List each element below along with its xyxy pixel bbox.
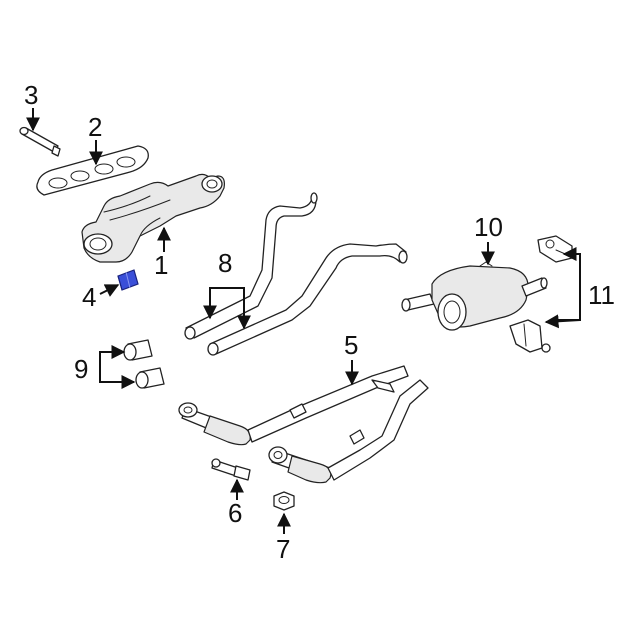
exhaust-stud-part[interactable] <box>211 458 251 481</box>
callout-8: 8 <box>203 248 251 330</box>
manifold-gasket-part[interactable] <box>36 145 149 196</box>
muffler-hanger-upper-part[interactable] <box>537 235 573 263</box>
svg-text:1: 1 <box>154 250 168 280</box>
pipe-clamp-lower-part[interactable] <box>135 367 165 389</box>
callout-2: 2 <box>88 112 103 166</box>
svg-text:4: 4 <box>82 282 96 312</box>
svg-text:7: 7 <box>276 534 290 564</box>
callout-3: 3 <box>24 80 40 132</box>
callout-5: 5 <box>344 330 359 386</box>
muffler-part[interactable] <box>401 261 548 331</box>
svg-text:9: 9 <box>74 354 88 384</box>
highlighted-heat-shield-clip-part[interactable] <box>117 269 139 291</box>
exhaust-nut-part[interactable] <box>273 491 295 511</box>
svg-text:2: 2 <box>88 112 102 142</box>
callout-6: 6 <box>228 478 244 528</box>
callout-4: 4 <box>82 282 120 312</box>
svg-text:8: 8 <box>218 248 232 278</box>
svg-text:11: 11 <box>588 280 615 310</box>
callout-10: 10 <box>474 212 503 266</box>
intermediate-pipes-part[interactable] <box>184 192 408 356</box>
pipe-clamp-upper-part[interactable] <box>123 339 153 361</box>
svg-text:10: 10 <box>474 212 503 242</box>
manifold-bolt-part[interactable] <box>19 126 61 157</box>
callout-11: 11 <box>544 247 615 329</box>
catalytic-y-pipe-part[interactable] <box>178 365 429 484</box>
callout-7: 7 <box>276 512 291 564</box>
svg-text:3: 3 <box>24 80 38 110</box>
svg-text:5: 5 <box>344 330 358 360</box>
exhaust-manifold-part[interactable] <box>81 173 225 263</box>
muffler-hanger-lower-part[interactable] <box>509 319 551 353</box>
svg-text:6: 6 <box>228 498 242 528</box>
callout-9: 9 <box>74 345 136 389</box>
callout-1: 1 <box>154 226 171 280</box>
